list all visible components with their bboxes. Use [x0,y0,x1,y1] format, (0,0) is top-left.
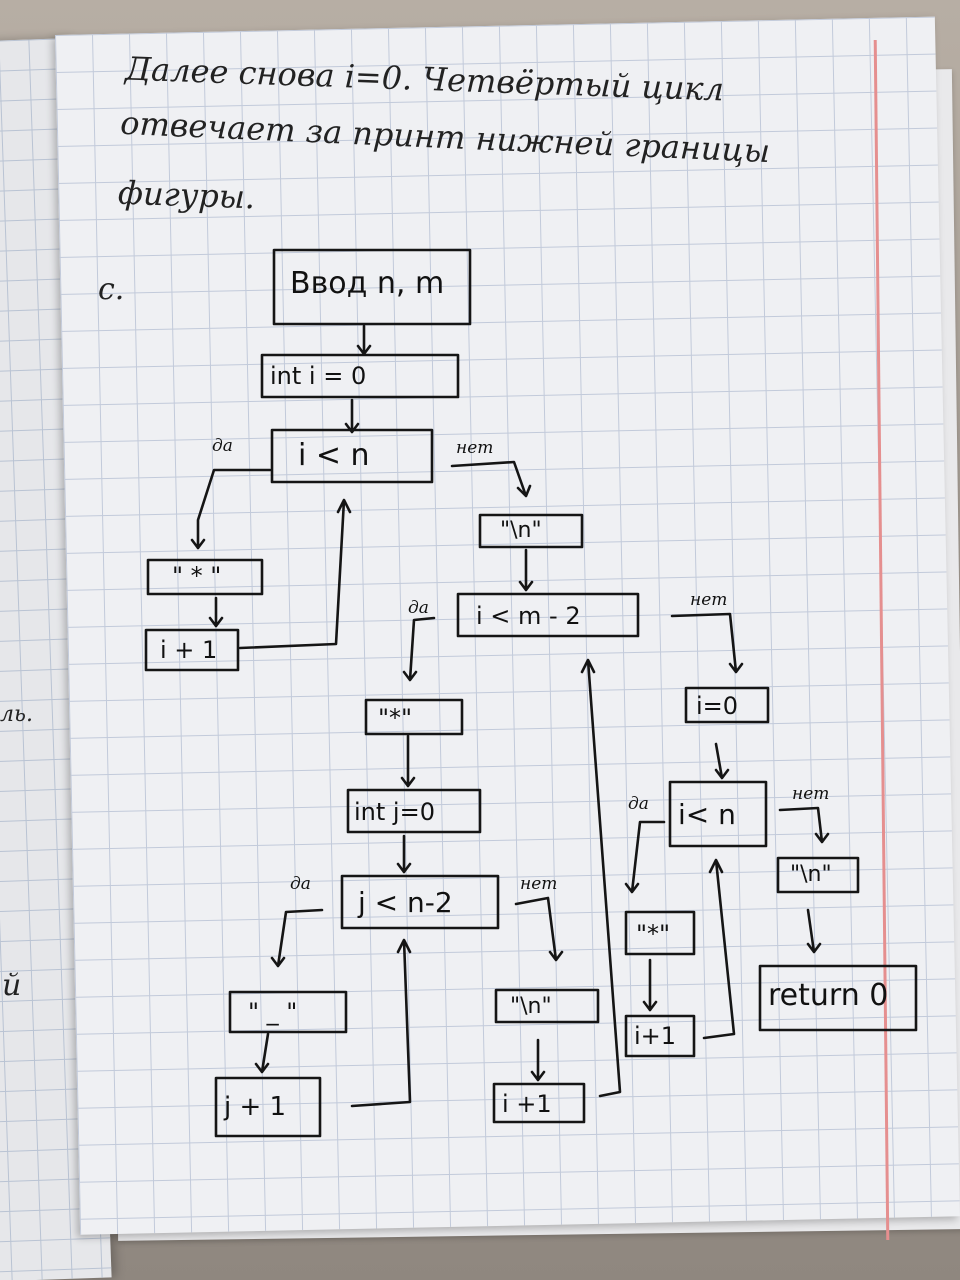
box-cond4 [668,780,768,848]
box-cond3 [340,874,500,930]
label-no: нет [456,438,494,458]
box-cond2 [456,592,640,638]
arrow [624,820,666,894]
block-star2: "*" [378,704,413,732]
arrow [190,468,272,550]
block-star3: "*" [636,920,671,948]
label-yes: да [628,794,649,814]
left-page-fragment: ль. [0,702,33,727]
block-reset-i: i=0 [696,692,739,720]
block-input: Ввод n, m [290,266,445,301]
box-inc2 [492,1082,586,1124]
arrow [350,938,412,1108]
box-star1 [146,558,264,596]
arrow [238,498,352,650]
box-newline1 [478,513,584,549]
block-cond3: j < n-2 [358,886,453,919]
arrow [530,1038,546,1082]
box-newline2 [494,988,600,1024]
box-star3 [624,910,696,956]
block-inc-j: j + 1 [224,1092,287,1122]
block-inc3: i+1 [634,1022,677,1050]
block-cond1: i < n [298,438,370,473]
box-input [272,248,472,326]
block-newline1: "\n" [500,518,542,543]
arrow [580,658,622,1098]
label-no: нет [520,874,558,894]
block-dash: " _ " [248,998,298,1026]
block-newline2: "\n" [510,994,552,1019]
arrow [254,1032,270,1074]
arrow [400,734,416,788]
block-init-j: int j=0 [354,798,435,826]
arrow [270,908,324,968]
box-star2 [364,698,464,736]
left-page-fragment: й [2,968,22,1003]
arrow [806,908,822,954]
block-return: return 0 [768,978,889,1013]
label-yes: да [408,598,429,618]
box-return [758,964,918,1032]
block-inc1: i + 1 [160,636,218,664]
arrow [670,612,744,674]
block-newline3: "\n" [790,862,832,887]
arrow [514,896,564,962]
block-cond4: i< n [678,798,736,831]
arrow [402,616,436,682]
box-inc3 [624,1014,696,1058]
label-yes: да [290,874,311,894]
section-label: с. [98,272,125,307]
box-inc-j [214,1076,322,1138]
block-init-i: int i = 0 [270,362,367,390]
arrow [518,548,534,592]
box-dash [228,990,348,1034]
arrow [450,460,532,498]
label-no: нет [690,590,728,610]
box-init-j [346,788,482,834]
block-cond2: i < m - 2 [476,602,581,630]
label-no: нет [792,784,830,804]
arrow [714,742,730,780]
box-newline3 [776,856,860,894]
arrow [356,324,372,356]
block-inc2: i +1 [502,1090,552,1118]
arrow [396,834,412,874]
arrow [702,858,736,1040]
box-inc1 [144,628,240,672]
arrow [778,806,830,844]
label-yes: да [212,436,233,456]
arrow [208,596,224,628]
box-init-i [260,353,460,399]
arrow [642,958,658,1012]
block-star1: " * " [172,562,222,590]
box-reset-i [684,686,770,724]
arrow [344,398,360,434]
